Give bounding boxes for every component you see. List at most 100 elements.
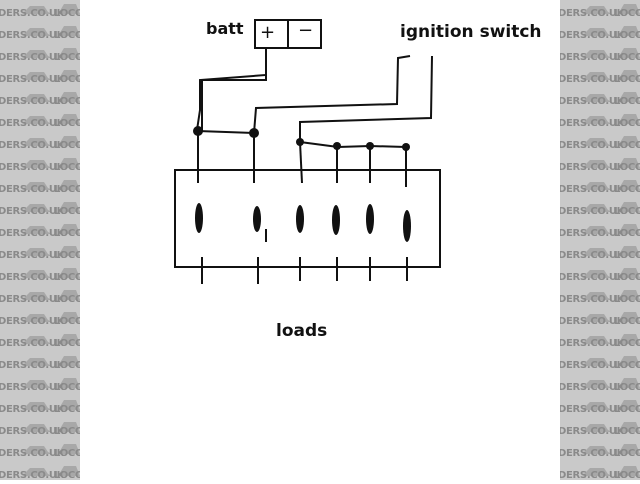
right-watermark-row: DERS.CO.UKLOCOS xyxy=(560,44,640,66)
car-logo-icon xyxy=(582,400,640,410)
right-watermark-row: DERS.CO.UKLOCOS xyxy=(560,330,640,352)
watermark-text-right: LOCOS xyxy=(54,382,80,393)
watermark-text-left: DERS.CO.UK xyxy=(0,8,65,19)
watermark-text-left: DERS.CO.UK xyxy=(560,470,625,480)
switched-bus-wire xyxy=(299,141,407,149)
fuse-input-3 xyxy=(299,141,303,184)
watermark-text-right: LOCOS xyxy=(54,118,80,129)
watermark-text-right: LOCOS xyxy=(54,52,80,63)
car-logo-icon xyxy=(582,114,640,124)
left-watermark-row: DERS.CO.UKLOCOS xyxy=(0,176,80,198)
car-logo-icon xyxy=(22,202,80,212)
watermark-text-left: DERS.CO.UK xyxy=(0,470,65,480)
watermark-text-left: DERS.CO.UK xyxy=(560,140,625,151)
car-logo-icon xyxy=(22,70,80,80)
watermark-text-left: DERS.CO.UK xyxy=(560,96,625,107)
watermark-text-left: DERS.CO.UK xyxy=(0,52,65,63)
car-logo-icon xyxy=(22,180,80,190)
right-watermark-row: DERS.CO.UKLOCOS xyxy=(560,22,640,44)
watermark-text-right: LOCOS xyxy=(54,8,80,19)
watermark-text-left: DERS.CO.UK xyxy=(560,206,625,217)
watermark-text-left: DERS.CO.UK xyxy=(560,316,625,327)
car-logo-icon xyxy=(22,334,80,344)
right-watermark-row: DERS.CO.UKLOCOS xyxy=(560,396,640,418)
battery-positive-wire-1 xyxy=(196,48,267,131)
watermark-text-right: LOCOS xyxy=(54,294,80,305)
watermark-text-left: DERS.CO.UK xyxy=(0,206,65,217)
car-logo-icon xyxy=(22,4,80,14)
left-watermark-row: DERS.CO.UKLOCOS xyxy=(0,286,80,308)
fuse-4 xyxy=(332,205,340,235)
car-logo-icon xyxy=(22,378,80,388)
watermark-text-right: LOCOS xyxy=(54,360,80,371)
watermark-text-right: LOCOS xyxy=(54,338,80,349)
right-watermark-strip: DERS.CO.UKLOCOSDERS.CO.UKLOCOSDERS.CO.UK… xyxy=(560,0,640,480)
watermark-text-left: DERS.CO.UK xyxy=(0,448,65,459)
car-logo-icon xyxy=(22,312,80,322)
watermark-text-left: DERS.CO.UK xyxy=(560,8,625,19)
watermark-text-right: LOCOS xyxy=(54,228,80,239)
left-watermark-row: DERS.CO.UKLOCOS xyxy=(0,22,80,44)
watermark-text-left: DERS.CO.UK xyxy=(0,228,65,239)
left-watermark-row: DERS.CO.UKLOCOS xyxy=(0,132,80,154)
watermark-text-left: DERS.CO.UK xyxy=(0,382,65,393)
watermark-text-left: DERS.CO.UK xyxy=(0,96,65,107)
watermark-text-left: DERS.CO.UK xyxy=(0,426,65,437)
watermark-text-left: DERS.CO.UK xyxy=(560,382,625,393)
car-logo-icon xyxy=(582,92,640,102)
car-logo-icon xyxy=(582,290,640,300)
left-watermark-row: DERS.CO.UKLOCOS xyxy=(0,242,80,264)
left-watermark-row: DERS.CO.UKLOCOS xyxy=(0,264,80,286)
junction-dot-2 xyxy=(249,128,259,138)
junction-dot-1 xyxy=(193,126,203,136)
watermark-text-right: LOCOS xyxy=(54,404,80,415)
car-logo-icon xyxy=(22,246,80,256)
wiring-diagram: batt + − ignition switch loads xyxy=(80,0,560,480)
left-watermark-row: DERS.CO.UKLOCOS xyxy=(0,418,80,440)
right-watermark-row: DERS.CO.UKLOCOS xyxy=(560,220,640,242)
watermark-text-left: DERS.CO.UK xyxy=(560,448,625,459)
right-watermark-row: DERS.CO.UKLOCOS xyxy=(560,66,640,88)
fuse-5 xyxy=(366,204,374,234)
watermark-text-left: DERS.CO.UK xyxy=(560,360,625,371)
car-logo-icon xyxy=(22,400,80,410)
car-logo-icon xyxy=(22,422,80,432)
car-logo-icon xyxy=(582,312,640,322)
car-logo-icon xyxy=(582,356,640,366)
car-logo-icon xyxy=(22,158,80,168)
left-watermark-row: DERS.CO.UKLOCOS xyxy=(0,308,80,330)
left-watermark-strip: DERS.CO.UKLOCOSDERS.CO.UKLOCOSDERS.CO.UK… xyxy=(0,0,80,480)
car-logo-icon xyxy=(22,290,80,300)
junction-dot-6 xyxy=(402,143,410,151)
watermark-text-right: LOCOS xyxy=(614,8,640,19)
left-watermark-row: DERS.CO.UKLOCOS xyxy=(0,44,80,66)
watermark-text-left: DERS.CO.UK xyxy=(560,294,625,305)
right-watermark-row: DERS.CO.UKLOCOS xyxy=(560,374,640,396)
watermark-text-right: LOCOS xyxy=(614,118,640,129)
watermark-text-right: LOCOS xyxy=(54,316,80,327)
watermark-text-right: LOCOS xyxy=(614,184,640,195)
car-logo-icon xyxy=(582,268,640,278)
right-watermark-row: DERS.CO.UKLOCOS xyxy=(560,198,640,220)
watermark-text-right: LOCOS xyxy=(614,360,640,371)
watermark-text-right: LOCOS xyxy=(54,30,80,41)
watermark-text-left: DERS.CO.UK xyxy=(0,118,65,129)
watermark-text-right: LOCOS xyxy=(54,184,80,195)
fuse-6 xyxy=(403,210,411,242)
car-logo-icon xyxy=(22,466,80,476)
battery-positive-wire-1b xyxy=(201,75,267,132)
car-logo-icon xyxy=(22,26,80,36)
right-watermark-row: DERS.CO.UKLOCOS xyxy=(560,0,640,22)
right-watermark-row: DERS.CO.UKLOCOS xyxy=(560,154,640,176)
junction-to-ignition-wire xyxy=(253,55,411,134)
car-logo-icon xyxy=(22,114,80,124)
left-watermark-row: DERS.CO.UKLOCOS xyxy=(0,396,80,418)
left-watermark-row: DERS.CO.UKLOCOS xyxy=(0,220,80,242)
car-logo-icon xyxy=(582,466,640,476)
car-logo-icon xyxy=(22,356,80,366)
watermark-text-right: LOCOS xyxy=(54,96,80,107)
right-watermark-row: DERS.CO.UKLOCOS xyxy=(560,352,640,374)
watermark-text-left: DERS.CO.UK xyxy=(560,74,625,85)
car-logo-icon xyxy=(582,26,640,36)
car-logo-icon xyxy=(582,136,640,146)
